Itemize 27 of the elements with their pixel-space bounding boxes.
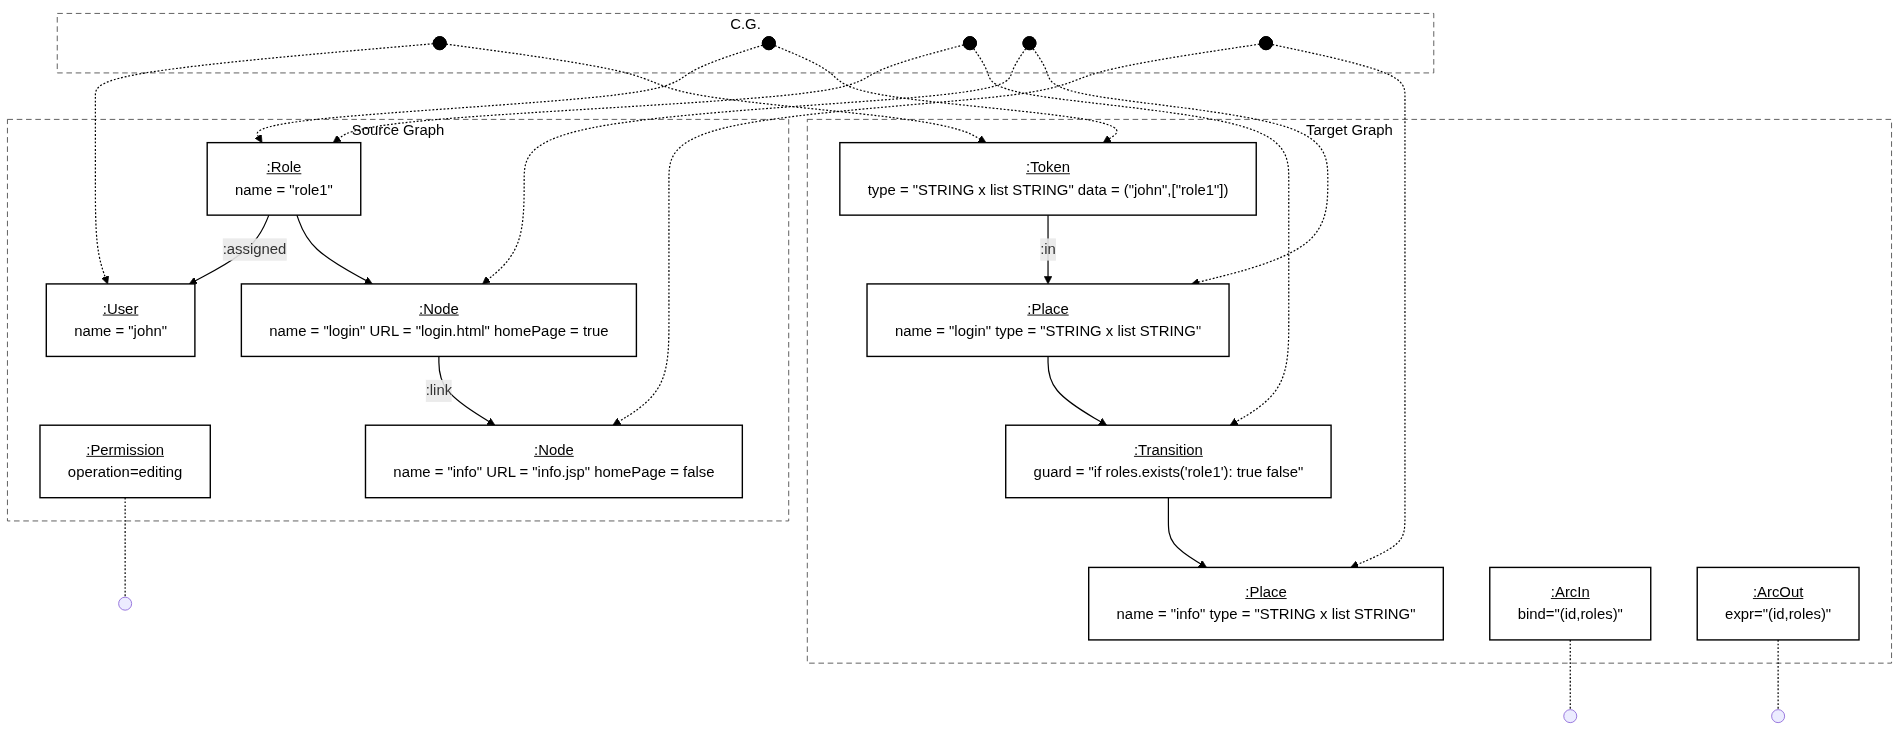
arrow [482,48,1027,285]
node-box: :Node name = "info" URL = "info.jsp" homePage = false [364,424,744,499]
arrow [1047,356,1107,427]
node-box: :Transition guard = "if roles.exists('role1'): true false" [1005,424,1332,499]
arrow [1043,215,1053,285]
arrow [612,44,1261,427]
node-box: :User name = "john" [45,283,196,358]
arrow [1271,44,1406,569]
edge-label: :assigned [222,241,287,258]
cluster: C.G. [56,13,1435,74]
node-box: :Place name = "login" type = "STRING x list STRING" [866,283,1230,358]
node-box: :Token type = "STRING x list STRING" data = ("john",["role1"]) [839,142,1257,217]
arrow [332,44,965,144]
node-box: :Place name = "info" type = "STRING x list STRING" [1088,567,1444,642]
arrow [1167,497,1207,569]
node-box: :Permission operation=editing [39,424,211,499]
node-box: :Node name = "login" URL = "login.html" homePage = true [240,283,638,358]
arrow [973,48,1290,427]
arrow [774,45,1118,144]
edge-label: :in [1040,241,1056,258]
edge-label: :link [425,382,453,399]
arrow [445,43,987,144]
node-box: :ArcOut expr="(id,roles)" [1696,567,1860,642]
arrow [254,45,764,144]
node-box: :Role name = "role1" [206,142,362,217]
node-box: :ArcIn bind="(id,roles)" [1489,567,1652,642]
arrow [296,215,373,285]
